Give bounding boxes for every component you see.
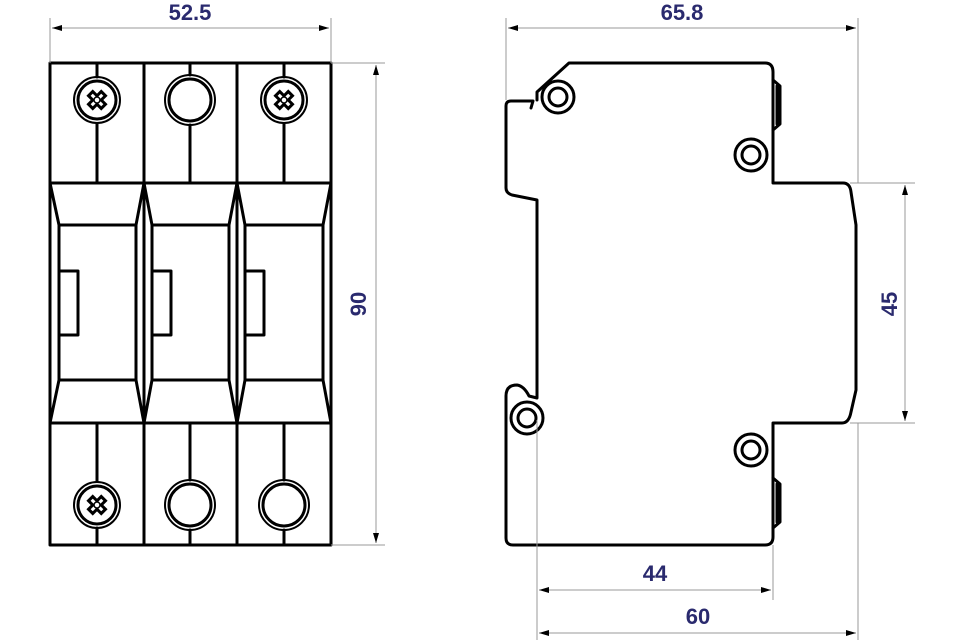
dimension-overall-depth: 65.8 — [661, 0, 704, 25]
terminal-hole-icon — [163, 73, 217, 127]
side-view — [504, 61, 858, 547]
rivet-icon — [540, 79, 576, 115]
front-view — [48, 61, 333, 547]
dimension-front-width: 52.5 — [169, 0, 212, 25]
rivet-icon — [733, 432, 769, 468]
screw-terminal-icon — [72, 480, 122, 530]
screw-terminal-icon — [259, 75, 309, 125]
rivet-icon — [509, 400, 545, 436]
rivet-icon — [733, 137, 769, 173]
screw-terminal-icon — [72, 75, 122, 125]
terminal-hole-icon — [257, 478, 311, 532]
dimension-front-height: 45 — [877, 292, 902, 316]
dimension-height: 90 — [346, 292, 371, 316]
dimension-lines — [49, 18, 915, 640]
terminal-hole-icon — [163, 478, 217, 532]
dimension-body-depth: 44 — [643, 561, 668, 586]
dimension-depth-to-front: 60 — [686, 604, 710, 629]
